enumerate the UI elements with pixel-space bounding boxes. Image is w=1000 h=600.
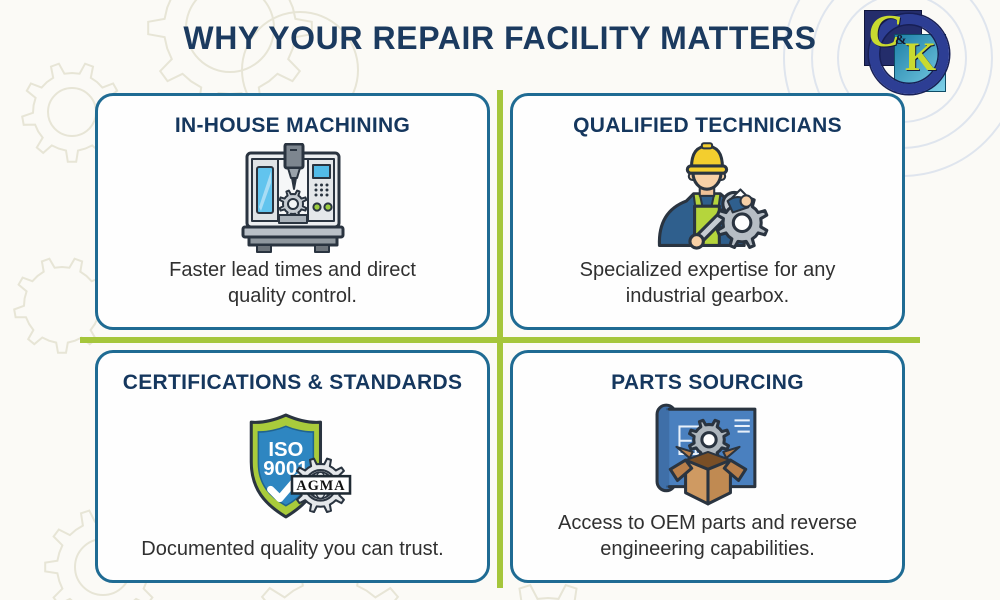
card-heading: CERTIFICATIONS & STANDARDS bbox=[122, 371, 463, 394]
card-in-house-machining: IN-HOUSE MACHINING bbox=[95, 93, 490, 330]
card-description: Documented quality you can trust. bbox=[141, 538, 444, 560]
page-title: WHY YOUR REPAIR FACILITY MATTERS bbox=[183, 20, 817, 56]
iso-agma-badge-icon: ISO 9001 AGMA bbox=[229, 397, 357, 536]
cnc-machine-icon bbox=[232, 140, 354, 257]
agma-label: AGMA bbox=[296, 477, 345, 493]
logo-letter-k: K bbox=[905, 34, 937, 79]
logo-ring bbox=[869, 14, 949, 94]
logo-letter-c: C bbox=[869, 5, 900, 56]
iso-label-line1: ISO bbox=[268, 438, 303, 460]
blueprint-parts-box-icon bbox=[644, 397, 772, 510]
card-description: Faster lead times and direct quality con… bbox=[169, 259, 416, 307]
card-certifications-standards: CERTIFICATIONS & STANDARDS ISO 9001 bbox=[95, 350, 490, 583]
card-qualified-technicians: QUALIFIED TECHNICIANS bbox=[510, 93, 905, 330]
technician-gear-icon bbox=[645, 140, 771, 257]
card-description: Specialized expertise for any industrial… bbox=[579, 259, 836, 307]
card-parts-sourcing: PARTS SOURCING bbox=[510, 350, 905, 583]
company-logo: C & K bbox=[855, 4, 955, 96]
card-heading: QUALIFIED TECHNICIANS bbox=[573, 114, 842, 137]
card-heading: IN-HOUSE MACHINING bbox=[174, 114, 411, 137]
card-description: Access to OEM parts and reverse engineer… bbox=[557, 512, 857, 560]
card-heading: PARTS SOURCING bbox=[611, 371, 804, 394]
logo-ampersand: & bbox=[895, 33, 907, 48]
divider-horizontal bbox=[80, 337, 920, 343]
